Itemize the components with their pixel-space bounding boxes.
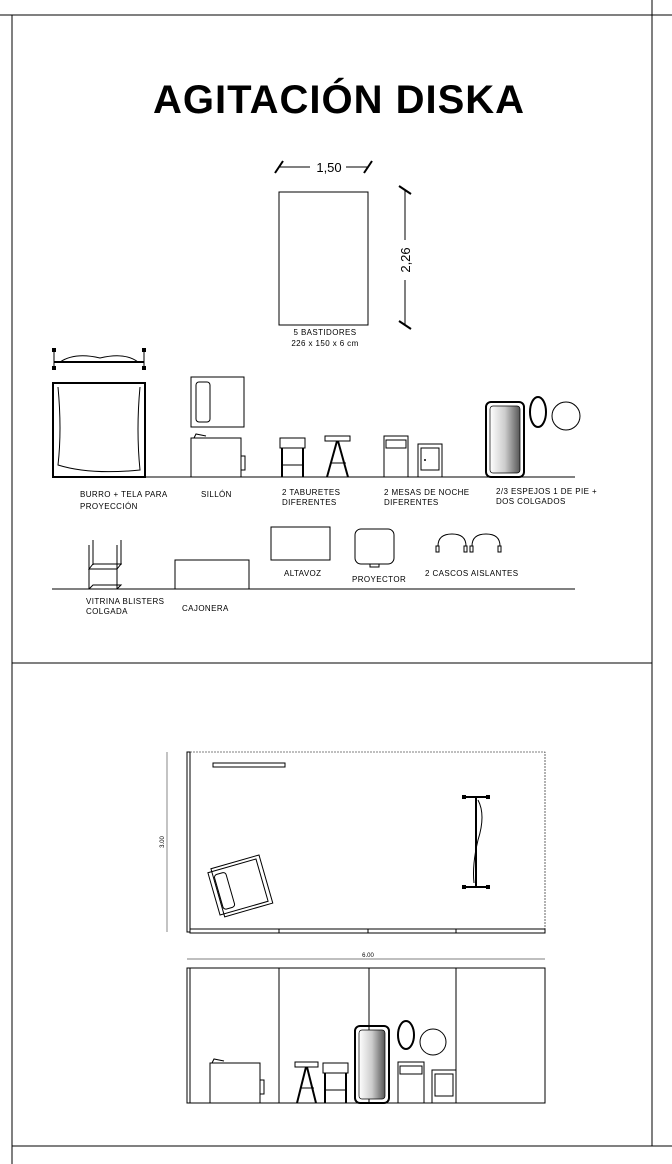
cajonera-label: CAJONERA (182, 604, 229, 613)
burro-icon (52, 348, 146, 478)
taburetes-label-2: DIFERENTES (282, 498, 337, 507)
burro-label-2: PROYECCIÓN (80, 502, 138, 511)
elev-sillon-icon (209, 1058, 265, 1104)
panel-width-dim: 1,50 (316, 160, 341, 175)
plan-burro-icon (462, 795, 490, 889)
mesas-noche-icon (383, 435, 443, 478)
burro-label: BURRO + TELA PARA (80, 490, 168, 499)
elev-espejo-icon (354, 1020, 447, 1104)
espejos-label: 2/3 ESPEJOS 1 DE PIE + (496, 487, 597, 496)
floor-plan: 3.00 (160, 751, 546, 934)
altavoz-label: ALTAVOZ (284, 569, 321, 578)
plan-width-dim: 6.00 (362, 953, 374, 959)
cascos-icon (435, 533, 502, 553)
plan-depth-dim: 3.00 (160, 836, 166, 848)
panel-label: 5 BASTIDORES (293, 328, 356, 337)
panel-height-dim: 2,26 (398, 247, 413, 272)
elev-taburetes-icon (294, 1061, 349, 1104)
elev-mesas-icon (397, 1061, 457, 1104)
sillon-label: SILLÓN (201, 490, 232, 499)
mesas-label: 2 MESAS DE NOCHE (384, 488, 470, 497)
proyector-icon (354, 528, 395, 568)
altavoz-icon (270, 526, 331, 561)
panel-bastidor: 1,50 2,26 5 BASTIDORES 226 x 150 x 6 cm (274, 160, 413, 348)
espejos-label-2: DOS COLGADOS (496, 497, 566, 506)
espejos-icon (485, 396, 581, 478)
cajonera-icon (174, 559, 250, 590)
cascos-label: 2 CASCOS AISLANTES (425, 569, 518, 578)
panel-size-label: 226 x 150 x 6 cm (291, 339, 358, 348)
sillon-icon (190, 376, 246, 478)
proyector-label: PROYECTOR (352, 575, 406, 584)
vitrina-icon (87, 540, 123, 590)
vitrina-label: VITRINA BLISTERS (86, 597, 164, 606)
mesas-label-2: DIFERENTES (384, 498, 439, 507)
taburetes-icon (279, 435, 351, 478)
taburetes-label: 2 TABURETES (282, 488, 340, 497)
elevation-view: 6.00 (186, 953, 546, 1104)
plan-sillon-icon (207, 854, 274, 918)
vitrina-label-2: COLGADA (86, 607, 128, 616)
sheet-title: AGITACIÓN DISKA (153, 76, 525, 122)
